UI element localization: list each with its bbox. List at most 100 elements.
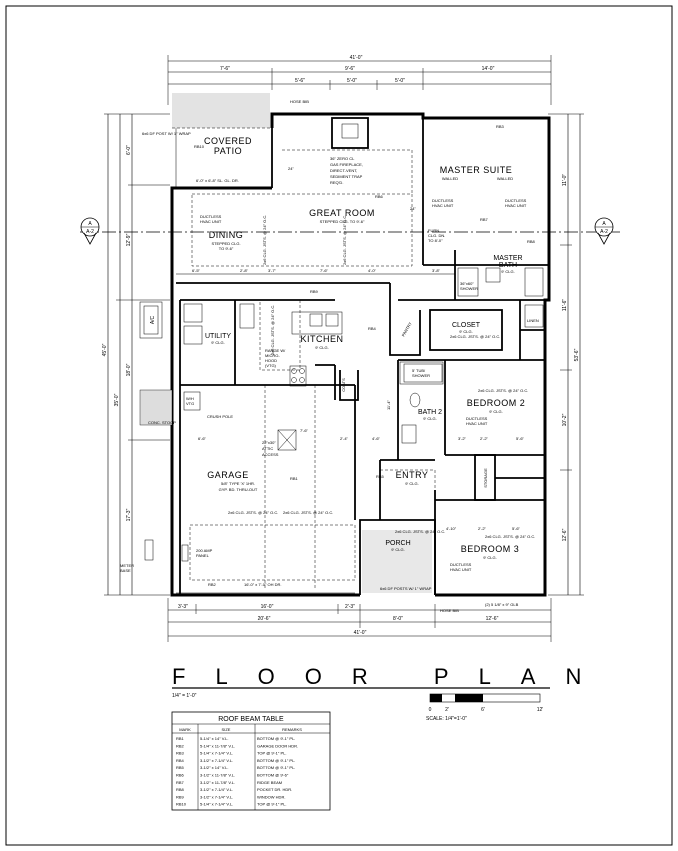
hose-bib-top: HOSE BIB — [290, 99, 309, 104]
beam-table-cell-r8-c3: POCKET DR. HDR. — [257, 787, 292, 792]
beam-rb3: RB3 — [496, 124, 505, 129]
porch-note: 9' CLG. — [391, 547, 404, 552]
dim-bottom2-1: 20'-6" — [258, 616, 271, 622]
closet-note: 9' CLG. — [459, 329, 472, 334]
ductless-master-1: DUCTLESS — [432, 198, 454, 203]
idim-11: 4'-6" — [372, 436, 381, 441]
porch-label: PORCH — [385, 540, 410, 547]
scale-bar: 0 2' 6' 12' SCALE: 1/4"=1'-0" — [426, 693, 544, 722]
master-suite-label: MASTER SUITE — [440, 165, 513, 175]
idim-2: 2'-8" — [240, 268, 249, 273]
ductless-br2-2: HVAC UNIT — [466, 421, 488, 426]
beam-table-cell-r3-c1: RB3 — [176, 751, 185, 756]
scale-tick-12: 12' — [537, 707, 544, 713]
idim-10: 11'-4" — [386, 400, 391, 410]
beam-table-cell-r6-c1: RB6 — [176, 773, 185, 778]
beam-table-cell-r1-c3: BOTTOM @ 9'-1" PL. — [257, 736, 295, 741]
idim-12: 3'-2" — [458, 436, 467, 441]
range-note-2: MICRO- — [265, 353, 280, 358]
dim-bottom2-2: 8'-0" — [393, 616, 403, 622]
joists-great: 2x6 CLG. JSTS. @ 24" O.C. — [342, 215, 347, 265]
joists-br2: 2x6 CLG. JSTS. @ 24" O.C. — [478, 388, 528, 393]
idim-14: 5'-6" — [516, 436, 525, 441]
dim-top2-2: 5'-0" — [347, 78, 357, 84]
beam-table-cell-r9-c1: RB9 — [176, 794, 185, 799]
hose-bib-bottom: HOSE BIB — [440, 608, 459, 613]
dining-note-1: STEPPED CLG. — [211, 241, 240, 246]
plan-notes: 36" ZERO CL GAS FIREPLACE, DIRECT-VENT, … — [120, 99, 539, 613]
beam-table-cell-r3-c3: TOP @ 9'-1" PL. — [257, 751, 286, 756]
beam-rb10: RB10 — [194, 144, 205, 149]
master-bath-label-1: MASTER — [493, 255, 522, 262]
beam-table-cell-r5-c2: 3-1/2" x 14" V.L. — [200, 765, 229, 770]
joists-garage-2: 2x6 CLG. JSTS. @ 24" O.C. — [283, 510, 333, 515]
storage-label: STORAGE — [483, 468, 488, 488]
kitchen-label: KITCHEN — [300, 334, 343, 344]
section-marker-left-top: A — [88, 221, 92, 227]
range-note-3: HOOD — [265, 358, 277, 363]
scale-label: SCALE: 1/4"=1'-0" — [426, 716, 467, 722]
beam-table-cell-r1-c1: RB1 — [176, 736, 185, 741]
bath2-note: 9' CLG. — [423, 416, 436, 421]
glb-note: (2) 5 1/8" x 9" GLB — [485, 602, 519, 607]
beam-table-cell-r6-c3: BOTTOM @ 9'-6" — [257, 773, 289, 778]
closet-label: CLOSET — [452, 322, 481, 329]
dim-right-4: 12'-6" — [562, 528, 568, 541]
beam-table-cell-r10-c1: RB10 — [176, 802, 187, 807]
dim-right-1: 11'-0" — [562, 174, 568, 187]
idim-3: 3'-7" — [268, 268, 277, 273]
joists-garage-1: 2x6 CLG. JSTS. @ 24" O.C. — [228, 510, 278, 515]
top-dimensions: 41'-0" 7'-6" 9'-6" 14'-0" 5'-6" 5'-0" 5'… — [167, 55, 552, 105]
attic-note-2: ATTIC — [262, 446, 273, 451]
master-walled-2: WALLED — [497, 176, 513, 181]
idim-6: 3'-8" — [432, 268, 441, 273]
dim-top2-1: 5'-6" — [295, 78, 305, 84]
beam-table-cell-r9-c3: WINDOW HDR. — [257, 794, 285, 799]
beam-table-header-mark: MARK — [179, 727, 191, 732]
dining-label: DINING — [209, 230, 244, 240]
scale-tick-6: 6' — [481, 707, 485, 713]
joists-dining: 2x6 CLG. JSTS. @ 24" O.C. — [262, 215, 267, 265]
interior-dimensions: 6'-5" 2'-8" 3'-7" 7'-6" 4'-0" 3'-8" 6'-6… — [176, 166, 525, 531]
dim-bottom-2: 16'-0" — [261, 604, 274, 610]
panel-note-2: PANEL — [196, 553, 210, 558]
dim-left-2: 6'-0" — [126, 145, 132, 155]
beam-table-cell-r6-c2: 3-1/2" x 11-7/8" V.L. — [200, 773, 235, 778]
attic-access — [277, 429, 297, 451]
furn-note-2: CLG. DN. — [428, 233, 445, 238]
wh-note-2: VTG — [186, 401, 194, 406]
beam-rb9: RB9 — [310, 289, 319, 294]
ductless-master-2: HVAC UNIT — [432, 203, 454, 208]
ductless-master2-2: HVAC UNIT — [505, 203, 527, 208]
master-bath-label-2: BATH — [499, 262, 517, 269]
furn-note-1: FURN. — [428, 228, 440, 233]
dim-left-5: 17'-3" — [126, 508, 132, 521]
toilet-bath2 — [409, 392, 421, 408]
dim-overall-bottom: 41'-0" — [354, 630, 367, 636]
beam-labels: RB10 RB3 RB6 RB7 RB8 RB9 RB4 RB1 RB2 RB5 — [194, 124, 536, 587]
range-note-4: (VTG) — [265, 363, 277, 368]
water-heater — [183, 391, 201, 411]
beam-table-cell-r7-c3: RIDGE BEAM — [257, 780, 282, 785]
wh-note-1: W/H — [186, 396, 194, 401]
beam-table-cell-r7-c2: 3-1/2" x 11-7/8" V.L. — [200, 780, 235, 785]
idim-4: 7'-6" — [320, 268, 329, 273]
beam-rb2: RB2 — [208, 582, 217, 587]
dim-left-1: 35'-0" — [114, 393, 120, 406]
beam-table-header-remarks: REMARKS — [282, 727, 302, 732]
bedroom2-note: 9' CLG. — [489, 409, 502, 414]
ductless-dining-1: DUCTLESS — [200, 214, 222, 219]
beam-table-cell-r8-c2: 3-1/2" x 7-1/4" V.L. — [200, 787, 233, 792]
dim-bottom-1: 3'-3" — [178, 604, 188, 610]
kitchen-island — [291, 311, 343, 335]
beam-table-header-size: SIZE — [222, 727, 231, 732]
idim-15: 4'-10" — [446, 526, 457, 531]
scale-tick-0: 0 — [429, 707, 432, 713]
fireplace-note-3: DIRECT-VENT, — [330, 168, 357, 173]
idim-8: 7'-6" — [300, 428, 309, 433]
beam-table-cell-r9-c2: 3-1/2" x 7-1/4" V.L. — [200, 794, 233, 799]
conc-stoop — [139, 389, 173, 426]
beam-table-cell-r2-c2: 5-1/4" x 11-7/8" V.L. — [200, 743, 235, 748]
great-room-note: STEPPED CLG. TO 9'-6" — [320, 219, 365, 224]
